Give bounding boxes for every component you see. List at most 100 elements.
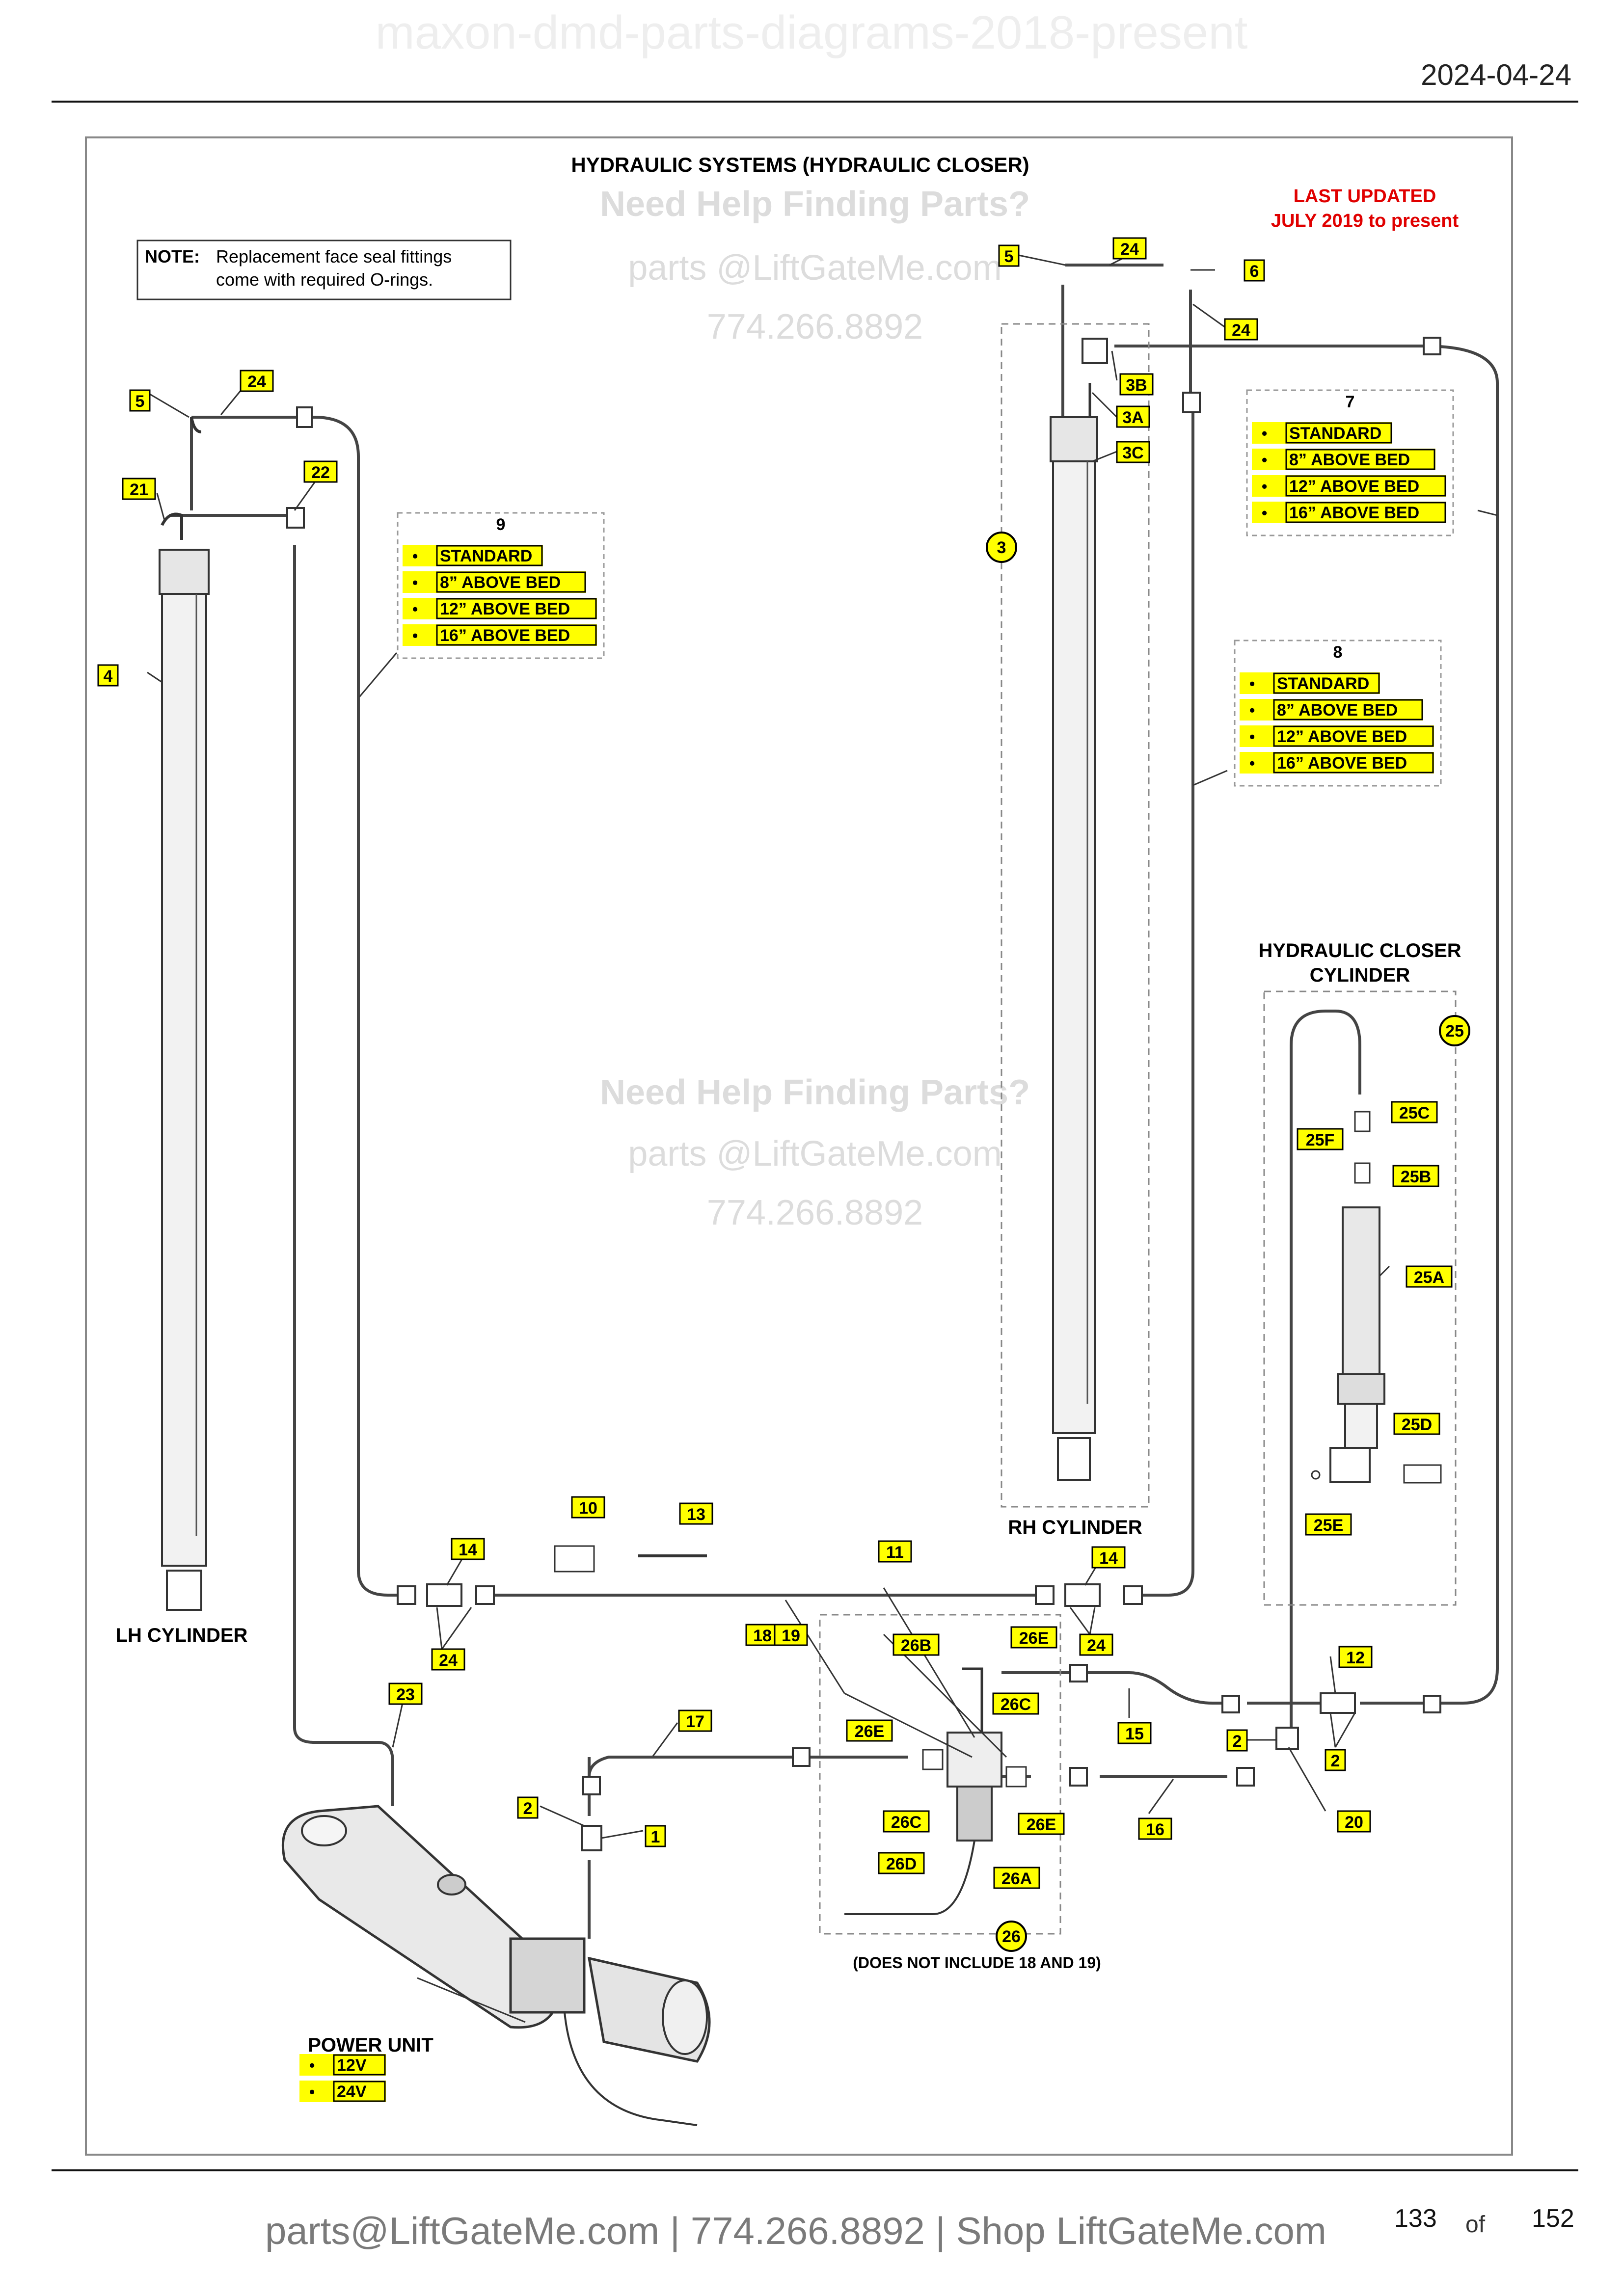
valve-kit-border — [819, 1614, 1061, 1935]
callout-10: 10 — [571, 1496, 605, 1519]
svg-text:11: 11 — [886, 1543, 904, 1562]
svg-text:21: 21 — [130, 481, 148, 499]
svg-text:8” ABOVE BED: 8” ABOVE BED — [1289, 451, 1410, 469]
svg-text:22: 22 — [311, 463, 330, 482]
callout-14: 14 — [451, 1538, 485, 1560]
hose-8 — [1134, 393, 1194, 1597]
svg-text:26A: 26A — [1001, 1869, 1032, 1888]
page-of: of — [1465, 2212, 1486, 2238]
callout-5: 5 — [998, 244, 1020, 267]
option-group-9: 9•STANDARD•8” ABOVE BED•12” ABOVE BED•16… — [397, 512, 605, 659]
svg-text:5: 5 — [1004, 247, 1014, 266]
option-item: •12” ABOVE BED — [1252, 475, 1446, 497]
callout-17: 17 — [678, 1709, 712, 1732]
document-date: 2024-04-24 — [1421, 58, 1571, 91]
callout-26d: 26D — [878, 1852, 925, 1874]
option-item: •STANDARD — [403, 545, 543, 566]
svg-text:26: 26 — [1002, 1927, 1021, 1946]
last-updated-range: JULY 2019 to present — [1271, 211, 1459, 231]
fitting-26C-left — [922, 1749, 944, 1770]
option-item: •16” ABOVE BED — [1240, 752, 1434, 774]
callout-25b: 25B — [1392, 1165, 1439, 1187]
callout-25a: 25A — [1406, 1265, 1453, 1288]
hose-23 — [293, 545, 394, 1806]
svg-text:6: 6 — [1250, 262, 1259, 281]
svg-text:17: 17 — [686, 1712, 704, 1731]
callout-6: 6 — [1244, 259, 1265, 282]
closer-cylinder-rod — [1344, 1403, 1378, 1449]
hose-17 — [588, 1756, 795, 1777]
harness-26D — [844, 1840, 975, 1915]
option-item: •STANDARD — [1240, 672, 1380, 694]
fitting-26B — [962, 1667, 983, 1733]
motor-end-cap — [662, 1979, 708, 2055]
fitting-nut — [1069, 1767, 1088, 1787]
svg-text:4: 4 — [104, 667, 113, 686]
note-heading: NOTE: — [145, 246, 200, 267]
callout-14: 14 — [1091, 1546, 1126, 1569]
fitting-nut — [475, 1585, 495, 1605]
lh-cylinder — [159, 417, 210, 1611]
svg-text:16: 16 — [1146, 1820, 1164, 1839]
svg-text:24: 24 — [1232, 321, 1250, 340]
callout-4: 4 — [97, 664, 119, 687]
option-item: •16” ABOVE BED — [403, 624, 597, 646]
closer-cylinder-barrel — [1342, 1206, 1380, 1385]
svg-text:12” ABOVE BED: 12” ABOVE BED — [440, 600, 570, 618]
fitting-21 — [161, 512, 183, 540]
fitting-nut — [296, 406, 313, 428]
svg-text:12V: 12V — [337, 2056, 367, 2075]
rh-cylinder-label: RH CYLINDER — [1008, 1517, 1142, 1538]
option-group-border — [1234, 640, 1442, 787]
watermark-top: Need Help Finding Parts? parts @LiftGate… — [600, 185, 1030, 347]
fitting-1 — [581, 1825, 602, 1851]
footer-contact: parts@LiftGateMe.com | 774.266.8892 | Sh… — [265, 2209, 1326, 2252]
breather-cap — [437, 1874, 466, 1896]
svg-text:5: 5 — [135, 392, 145, 411]
callout-26e: 26E — [846, 1719, 893, 1742]
svg-text:•: • — [1262, 504, 1267, 522]
footer-rule — [52, 2169, 1578, 2171]
callout-5: 5 — [129, 389, 151, 412]
fitting-5-left — [190, 417, 202, 433]
header-rule — [52, 101, 1578, 103]
last-updated-label: LAST UPDATED — [1294, 186, 1436, 207]
option-item: •STANDARD — [1252, 422, 1392, 444]
svg-text:13: 13 — [687, 1505, 705, 1524]
option-group-7: 7•STANDARD•8” ABOVE BED•12” ABOVE BED•16… — [1246, 389, 1454, 536]
svg-text:25C: 25C — [1399, 1104, 1430, 1122]
diagram-frame — [85, 136, 1513, 2156]
svg-text:2: 2 — [523, 1799, 533, 1818]
option-item: • 24V — [299, 2081, 386, 2102]
fitting-nut — [1236, 1767, 1255, 1787]
closer-clevis — [1329, 1447, 1371, 1483]
svg-text:26E: 26E — [855, 1722, 885, 1741]
svg-text:12: 12 — [1346, 1649, 1365, 1667]
watermark-phone-2: 774.266.8892 — [707, 1193, 923, 1232]
watermark-help: Need Help Finding Parts? — [600, 185, 1030, 224]
callout-3b: 3B — [1119, 373, 1154, 396]
option-group-number: 9 — [496, 515, 506, 534]
closer-cylinder-gland — [1337, 1373, 1385, 1405]
svg-text:10: 10 — [579, 1499, 597, 1518]
option-item: •12V — [299, 2054, 386, 2076]
svg-text:20: 20 — [1345, 1813, 1363, 1832]
callout-20: 20 — [1337, 1810, 1371, 1833]
hose-9 — [216, 416, 403, 1597]
kit-26-note: (DOES NOT INCLUDE 18 AND 19) — [853, 1954, 1101, 1972]
svg-text:24V: 24V — [337, 2082, 367, 2101]
svg-text:•: • — [1262, 451, 1267, 469]
option-group-border — [1246, 389, 1454, 536]
option-item: •12” ABOVE BED — [1240, 725, 1434, 747]
svg-text:•: • — [412, 600, 418, 618]
fitting-nut — [1182, 392, 1201, 413]
power-unit — [281, 1805, 711, 2126]
option-item: •8” ABOVE BED — [1240, 699, 1423, 721]
fitting-25C — [1354, 1111, 1371, 1132]
circle-callout-3: 3 — [986, 532, 1017, 563]
diagram-title: HYDRAULIC SYSTEMS (HYDRAULIC CLOSER) — [571, 153, 1029, 176]
closer-label-line1: HYDRAULIC CLOSER — [1258, 940, 1461, 961]
watermark-email-2: parts @LiftGateMe.com — [628, 1134, 1001, 1174]
svg-text:•: • — [309, 2083, 315, 2101]
